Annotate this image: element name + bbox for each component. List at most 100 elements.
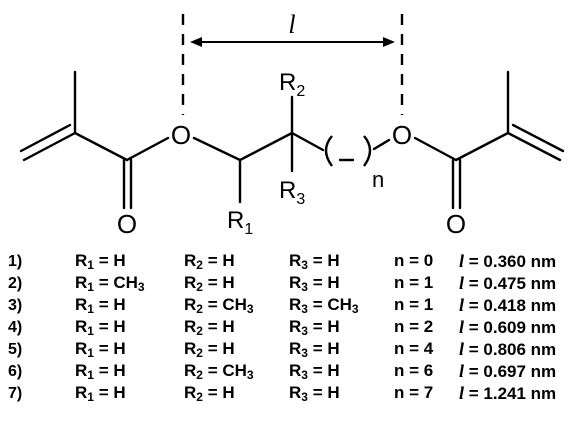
ester-oxygen-left: O [171, 120, 191, 150]
r2-subscript: 2 [196, 280, 203, 294]
row-index: 5) [8, 338, 22, 361]
ester-oxygen-right: O [392, 120, 412, 150]
r3-cell: R3 = H [289, 250, 340, 272]
r3-cell: R3 = H [289, 382, 340, 404]
row-index: 3) [8, 294, 22, 317]
left-ester-bond [125, 136, 170, 162]
r2-cell: R2 = CH3 [184, 294, 254, 316]
length-value: = 0.609 nm [464, 318, 557, 337]
length-value: = 0.697 nm [464, 362, 557, 381]
r1-subscript: 1 [87, 368, 94, 382]
r2-value: = H [202, 383, 235, 402]
r2-symbol: R [184, 383, 197, 402]
row-index: 7) [8, 382, 22, 405]
r2-value: = H [202, 251, 235, 270]
r3-cell: R3 = H [289, 360, 340, 382]
ch2-o-bond [372, 138, 391, 151]
r3-cell: R3 = CH3 [289, 294, 359, 316]
r3-symbol: R [289, 295, 302, 314]
length-cell: l = 0.360 nm [459, 250, 556, 273]
r1-cell: R1 = CH3 [75, 272, 145, 294]
r1-value: = H [93, 383, 126, 402]
r3-symbol: R [289, 273, 302, 292]
c2-ch2-bond [290, 131, 325, 152]
row-index-text: 2) [8, 275, 23, 292]
o-ch-bond [192, 136, 242, 162]
r1-value: = H [93, 251, 126, 270]
n-cell: n = 7 [394, 382, 433, 404]
row-index: 1) [8, 250, 22, 273]
n-value: n = 2 [394, 317, 434, 336]
r2-value-subscript: 3 [246, 368, 254, 382]
length-cell: l = 0.806 nm [459, 338, 556, 361]
r3-symbol: R [289, 317, 302, 336]
n-value: n = 1 [394, 273, 434, 292]
r2-value: = H [202, 339, 235, 358]
r2-cell: R2 = CH3 [184, 360, 254, 382]
r3-subscript: 3 [301, 302, 308, 316]
r2-value: = CH [202, 361, 247, 380]
length-value: = 0.360 nm [464, 252, 557, 271]
r2-subscript: 2 [196, 258, 203, 272]
r1-cell: R1 = H [75, 294, 126, 316]
r3-symbol: R [289, 251, 302, 270]
r3-subscript: 3 [301, 280, 308, 294]
length-symbol-cell: l [459, 361, 465, 381]
r1-subscript: 1 [87, 280, 94, 294]
r3-subscript: 3 [301, 390, 308, 404]
right-vinyl-double-bond-inner [511, 123, 565, 153]
r1-value: = H [93, 361, 126, 380]
r3-cell: R3 = H [289, 338, 340, 360]
row-index-text: 3) [8, 297, 23, 314]
r3-value: = H [307, 383, 340, 402]
r1-cell: R1 = H [75, 250, 126, 272]
left-vinyl-double-bond-inner [19, 123, 72, 153]
length-value: = 0.806 nm [464, 340, 557, 359]
r3-label: R3 [279, 177, 305, 208]
r1-symbol: R [75, 383, 88, 402]
r2-value-subscript: 3 [246, 302, 254, 316]
r1-subscript: 1 [87, 324, 94, 338]
c1-c2-bond [238, 131, 294, 162]
r3-value-subscript: 3 [351, 302, 359, 316]
length-symbol-cell: l [459, 383, 465, 403]
r3-subscript: 3 [301, 368, 308, 382]
r1-subscript: 1 [87, 302, 94, 316]
r2-cell: R2 = H [184, 316, 235, 338]
r3-value: = H [307, 339, 340, 358]
length-symbol-cell: l [459, 339, 465, 359]
r1-symbol: R [75, 317, 88, 336]
r3-value: = H [307, 317, 340, 336]
r2-subscript: 2 [196, 346, 203, 360]
n-cell: n = 1 [394, 272, 433, 294]
length-symbol-cell: l [459, 295, 465, 315]
r1-value: = H [93, 317, 126, 336]
r1-label: R1 [227, 207, 253, 238]
carbonyl-oxygen-right: O [446, 209, 466, 239]
r1-symbol: R [75, 295, 88, 314]
n-value: n = 0 [394, 251, 434, 270]
r3-value: = H [307, 251, 340, 270]
row-index-text: 5) [8, 341, 23, 358]
r1-cell: R1 = H [75, 316, 126, 338]
r2-subscript: 2 [196, 368, 203, 382]
repeat-paren-right [363, 135, 372, 167]
row-index-text: 4) [8, 319, 23, 336]
row-index-text: 1) [8, 253, 23, 270]
length-symbol-cell: l [459, 273, 465, 293]
r1-symbol: R [75, 361, 88, 380]
length-value: = 0.418 nm [464, 296, 557, 315]
repeat-paren-left [324, 135, 333, 167]
dimethacrylate-structure: l O O O O R1 R2 R3 n [19, 10, 565, 239]
r1-subscript: 1 [87, 390, 94, 404]
r2-symbol: R [184, 317, 197, 336]
n-cell: n = 0 [394, 250, 433, 272]
left-vinyl-double-bond [22, 131, 77, 162]
row-index-text: 6) [8, 363, 23, 380]
r2-value: = H [202, 317, 235, 336]
